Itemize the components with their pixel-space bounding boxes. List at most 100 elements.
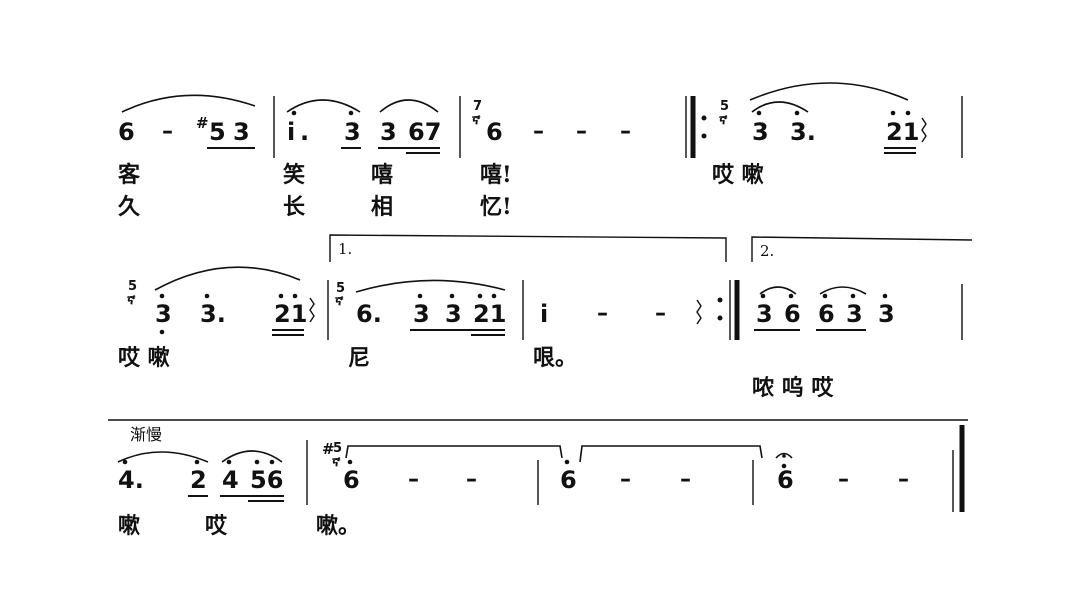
grace-mark: ኛ — [126, 293, 136, 308]
lyric: 长 — [283, 194, 306, 220]
high-dot — [278, 293, 284, 299]
fermata — [775, 452, 793, 459]
high-dot — [822, 293, 828, 299]
lyric: 忆! — [480, 194, 512, 220]
lyric: 哎 嗽 — [712, 162, 764, 188]
high-dot — [794, 110, 800, 116]
high-dot — [781, 463, 787, 469]
grace-mark: ኛ — [471, 113, 481, 128]
sharp-sign: # — [322, 440, 335, 458]
high-dot — [850, 293, 856, 299]
slur — [221, 450, 283, 463]
dash: – — [533, 119, 544, 144]
note: 6 — [343, 466, 360, 494]
lyric: 嘻! — [480, 162, 512, 188]
note: 6 — [560, 466, 577, 494]
slur — [121, 94, 256, 113]
high-dot — [477, 293, 483, 299]
note: 3 — [155, 300, 172, 328]
note: 3 — [846, 300, 863, 328]
dash: – — [680, 467, 691, 492]
low-dot — [159, 329, 165, 335]
dash: – — [576, 119, 587, 144]
slur — [579, 445, 763, 463]
note: 3 — [380, 118, 397, 146]
note: 3. — [200, 300, 226, 328]
high-dot — [491, 293, 497, 299]
high-dot — [564, 459, 570, 465]
note: 3. — [790, 118, 816, 146]
sharp-sign: # — [196, 114, 209, 132]
dash: – — [408, 467, 419, 492]
dash: – — [620, 467, 631, 492]
grace-mark: ኛ — [334, 294, 344, 309]
note: 4 — [222, 466, 239, 494]
high-dot — [788, 293, 794, 299]
grace-mark: ኛ — [718, 113, 728, 128]
trill-squiggle — [696, 299, 702, 325]
high-dot — [226, 459, 232, 465]
note: 6. — [356, 300, 382, 328]
high-dot — [905, 110, 911, 116]
repeat-dot — [701, 115, 707, 121]
high-dot — [348, 110, 354, 116]
high-dot — [760, 293, 766, 299]
slur — [117, 451, 209, 463]
row-2: 1. 2. 5 ኛ 3 3. 21 5 ኛ 6. 3 3 21 — [118, 234, 973, 401]
volta-label-2: 2. — [760, 242, 774, 260]
note: i — [287, 118, 295, 146]
note: 21 — [473, 300, 506, 328]
note: 6 — [118, 118, 135, 146]
dash: – — [597, 301, 608, 326]
high-dot — [204, 293, 210, 299]
high-dot — [291, 110, 297, 116]
grace-note: 5 — [128, 279, 137, 294]
tempo-mark: 渐慢 — [130, 425, 162, 444]
fermata-dot — [782, 454, 786, 458]
slur — [355, 279, 506, 293]
note: 6 — [777, 466, 794, 494]
lyric: 相 — [371, 194, 393, 220]
note: 6 — [486, 118, 503, 146]
grace-note: 7 — [473, 99, 482, 114]
dot: . — [300, 118, 309, 146]
lyric: 笑 — [283, 162, 305, 188]
dash: – — [898, 467, 909, 492]
note: 2 — [190, 466, 207, 494]
slur — [286, 99, 361, 113]
trill-squiggle — [309, 297, 315, 323]
lyric: 客 — [118, 162, 141, 188]
slur — [379, 99, 439, 113]
high-dot — [417, 293, 423, 299]
lyric: 哎 — [205, 513, 228, 539]
high-dot — [159, 293, 165, 299]
high-dot — [122, 459, 128, 465]
high-dot — [194, 459, 200, 465]
slur — [751, 101, 809, 113]
dash: – — [466, 467, 477, 492]
note: i — [540, 300, 548, 328]
note: 5 — [209, 118, 226, 146]
row-3: 渐慢 4. 2 4 56 # 5 ኛ 6 – – 6 – – — [108, 419, 968, 539]
high-dot — [449, 293, 455, 299]
lyric: 哎 嗽 — [118, 345, 170, 371]
volta-label-1: 1. — [338, 240, 352, 258]
dash: – — [655, 301, 666, 326]
high-dot — [292, 293, 298, 299]
high-dot — [269, 459, 275, 465]
dash: – — [620, 119, 631, 144]
slur — [759, 286, 797, 295]
volta-bracket-2 — [751, 236, 973, 262]
lyric: 久 — [118, 194, 140, 220]
lyric: 嗽 — [118, 513, 140, 539]
note: 21 — [886, 118, 919, 146]
note: 67 — [408, 118, 441, 146]
slur — [819, 286, 867, 295]
volta-bracket-1 — [329, 234, 727, 262]
note: 4. — [118, 466, 144, 494]
note: 3 — [445, 300, 462, 328]
note: 3 — [344, 118, 361, 146]
lyric: 嗽。 — [316, 513, 360, 539]
high-dot — [347, 459, 353, 465]
